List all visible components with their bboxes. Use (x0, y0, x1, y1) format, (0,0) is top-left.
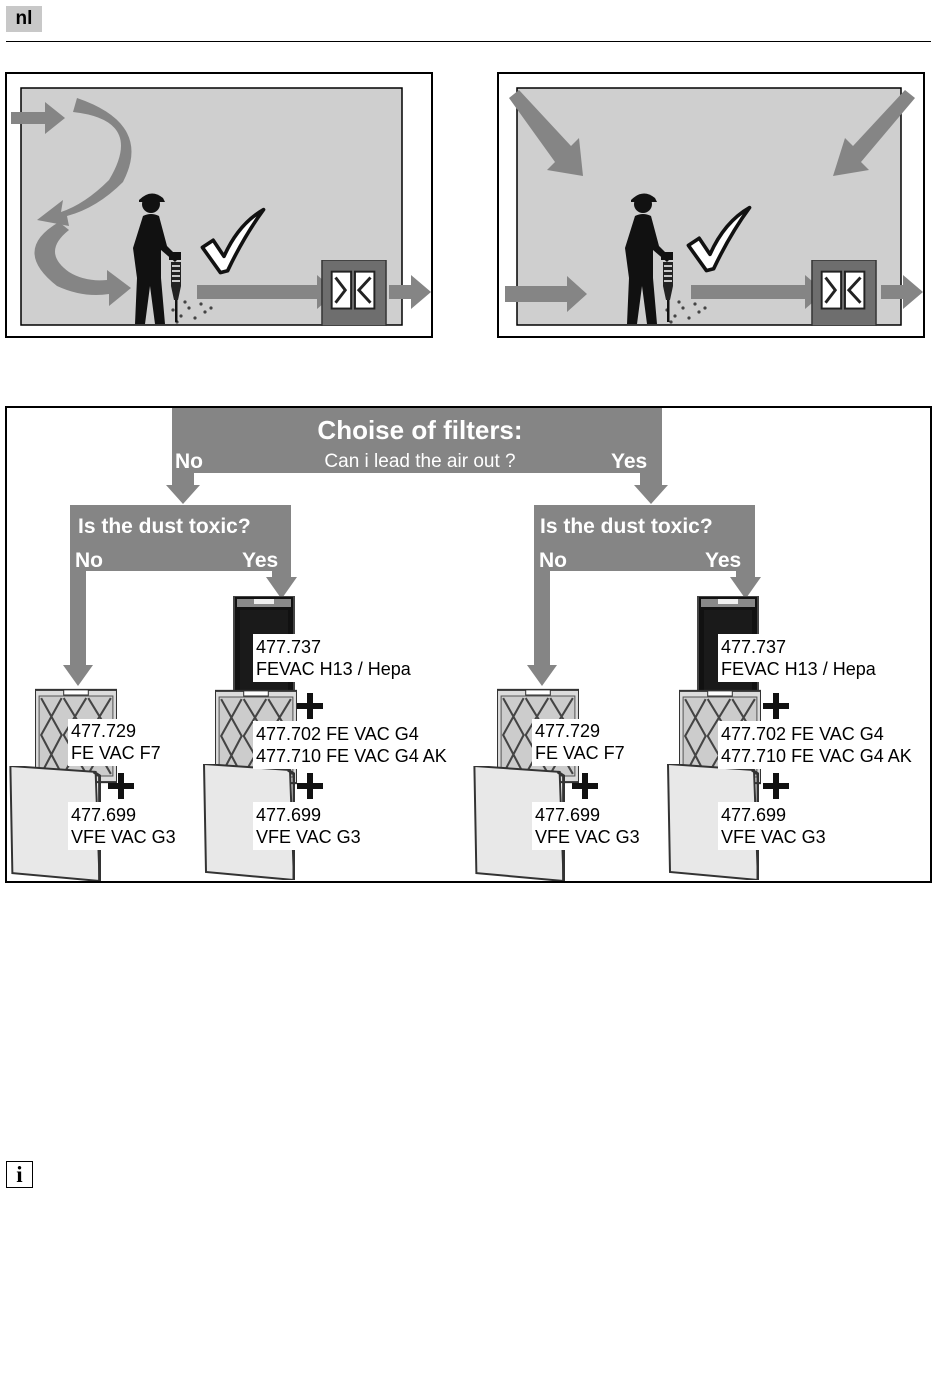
toxic-question: Is the dust toxic? (78, 515, 251, 538)
info-icon: i (6, 1161, 33, 1188)
filter-name: 477.702 FE VAC G4 (721, 724, 884, 744)
language-code: nl (15, 8, 33, 29)
filter-code: 477.699 (256, 805, 321, 825)
air-flow-arrow-icon (11, 98, 431, 309)
branch-left: Is the dust toxic? No Yes 477.729 FE VAC… (9, 505, 463, 881)
filter-name: FE VAC F7 (535, 743, 625, 763)
filter-code: 477.737 (721, 637, 786, 657)
filter-name: 477.702 FE VAC G4 (256, 724, 419, 744)
filter-code: 477.729 (535, 721, 600, 741)
filter-stack-toxic: 477.737 FEVAC H13 / Hepa 477.702 FE VAC … (203, 596, 463, 880)
filter-name: VFE VAC G3 (71, 827, 176, 847)
filter-code: 477.729 (71, 721, 136, 741)
air-cleaner-unit-icon (811, 260, 877, 326)
toxic-yes-label: Yes (242, 549, 278, 572)
scene-recirculation (5, 72, 433, 338)
toxic-no-label: No (539, 549, 567, 572)
answer-no-label: No (175, 450, 203, 473)
filter-name: FEVAC H13 / Hepa (256, 659, 412, 679)
language-badge: nl (6, 6, 42, 32)
filter-code: 477.699 (721, 805, 786, 825)
filter-choice-flowchart: Choise of filters: Can i lead the air ou… (5, 406, 932, 883)
info-glyph: i (16, 1162, 23, 1187)
toxic-no-label: No (75, 549, 103, 572)
air-flow-arrow-icon (505, 90, 923, 312)
branch-right: Is the dust toxic? No Yes 477.729 FE VAC… (473, 505, 928, 881)
filter-name: 477.710 FE VAC G4 AK (256, 746, 447, 766)
filter-name: VFE VAC G3 (721, 827, 826, 847)
filter-code: 477.699 (535, 805, 600, 825)
scene-exhaust (497, 72, 925, 338)
toxic-yes-label: Yes (705, 549, 741, 572)
filter-name: 477.710 FE VAC G4 AK (721, 746, 912, 766)
filter-name: FE VAC F7 (71, 743, 161, 763)
answer-yes-label: Yes (611, 450, 647, 473)
air-cleaner-unit-icon (321, 260, 387, 326)
filter-stack-nontoxic: 477.729 FE VAC F7 477.699 VFE VAC G3 (9, 688, 194, 881)
filter-name: FEVAC H13 / Hepa (721, 659, 877, 679)
filter-name: VFE VAC G3 (256, 827, 361, 847)
flowchart-question: Can i lead the air out ? (324, 451, 515, 472)
filter-code: 477.737 (256, 637, 321, 657)
filter-stack-toxic: 477.737 FEVAC H13 / Hepa 477.702 FE VAC … (667, 596, 928, 880)
header-rule (6, 41, 931, 42)
toxic-question: Is the dust toxic? (540, 515, 713, 538)
decision-air-out: Choise of filters: Can i lead the air ou… (166, 408, 668, 504)
filter-name: VFE VAC G3 (535, 827, 640, 847)
filter-code: 477.699 (71, 805, 136, 825)
filter-stack-nontoxic: 477.729 FE VAC F7 477.699 VFE VAC G3 (473, 688, 658, 881)
flowchart-title: Choise of filters: (317, 415, 522, 445)
